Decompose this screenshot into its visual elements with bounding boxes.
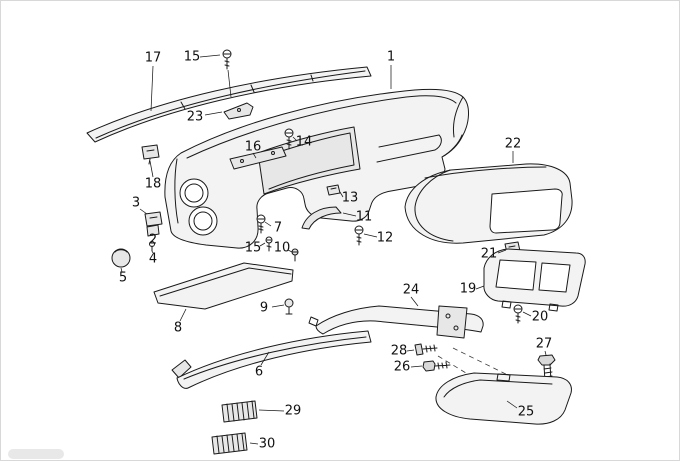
part-clip-2 (146, 224, 160, 237)
part-defroster-strip (86, 66, 372, 143)
callout-21: 21 (480, 246, 498, 262)
part-support-rail-24 (308, 305, 484, 339)
part-screw-12 (354, 225, 364, 246)
callout-14: 14 (295, 134, 313, 150)
callout-19: 19 (459, 281, 477, 297)
leader-lines (120, 54, 547, 445)
callout-6: 6 (254, 364, 264, 380)
callout-13: 13 (341, 190, 359, 206)
part-bolt-27 (537, 354, 556, 383)
part-screw-15-top (222, 49, 232, 98)
part-plate-16 (229, 146, 287, 170)
callout-3: 3 (131, 195, 141, 211)
callout-1: 1 (386, 49, 396, 65)
callout-10: 10 (273, 240, 291, 256)
callout-9: 9 (259, 300, 269, 316)
callout-7: 7 (273, 220, 283, 236)
callout-4: 4 (148, 251, 158, 267)
part-panel-8 (153, 262, 294, 310)
part-bracket-23 (223, 102, 254, 120)
callout-18: 18 (144, 176, 162, 192)
callout-30: 30 (258, 436, 276, 452)
callout-29: 29 (284, 403, 302, 419)
part-screw-20 (513, 304, 523, 324)
callout-25: 25 (517, 404, 535, 420)
part-dashboard-body (164, 88, 469, 249)
part-trim-strip-6 (171, 330, 372, 389)
callout-15-top: 15 (183, 49, 201, 65)
callout-17: 17 (144, 50, 162, 66)
part-bracket-11 (301, 206, 342, 230)
part-screw-4 (149, 241, 155, 252)
part-cluster-cowl-22 (404, 163, 573, 244)
part-bolt-28 (414, 343, 438, 356)
callout-22: 22 (504, 136, 522, 152)
part-grille-30 (211, 432, 248, 455)
part-clip-3 (144, 211, 163, 227)
part-screw-7 (256, 214, 266, 234)
callout-8: 8 (173, 320, 183, 336)
callout-28: 28 (390, 343, 408, 359)
callout-11: 11 (355, 209, 373, 225)
part-rivet-10 (291, 248, 299, 262)
part-panel-25 (435, 372, 572, 425)
part-cluster-bezel-19 (483, 248, 586, 312)
callout-23: 23 (186, 109, 204, 125)
callout-12: 12 (376, 230, 394, 246)
callout-27: 27 (535, 336, 553, 352)
part-screw-15-mid (265, 236, 273, 252)
callout-2: 2 (148, 232, 158, 248)
part-clip-18 (141, 144, 160, 165)
callout-24: 24 (402, 282, 420, 298)
part-screw-14 (284, 128, 294, 150)
part-grille-29 (221, 400, 258, 423)
part-plug-9 (284, 298, 294, 315)
part-knob-5 (111, 248, 131, 268)
callout-16: 16 (244, 139, 262, 155)
part-bolt-26 (422, 360, 451, 372)
callout-15-mid: 15 (244, 240, 262, 256)
callout-20: 20 (531, 309, 549, 325)
assembly-dashed-lines (437, 347, 529, 394)
watermark (8, 449, 64, 459)
callout-5: 5 (118, 270, 128, 286)
part-clip-13 (326, 184, 341, 196)
callout-26: 26 (393, 359, 411, 375)
